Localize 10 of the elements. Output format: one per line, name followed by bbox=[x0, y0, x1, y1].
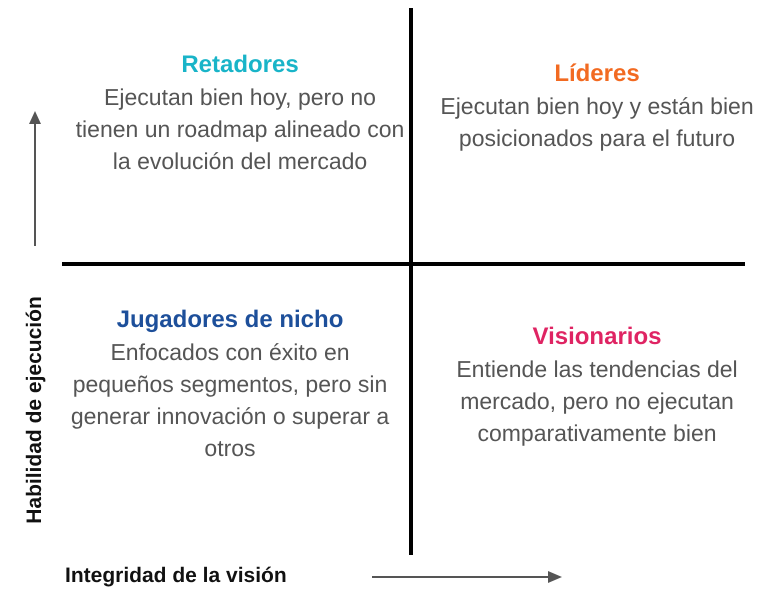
axis-title: Habilidad de ejecución bbox=[23, 296, 47, 524]
quadrant-description: Enfocados con éxito en pequeños segmentos, pero sin generar innovación o superar a otros bbox=[70, 338, 390, 463]
quadrant-description: Ejecutan bien hoy y están bien posicionados para el futuro bbox=[439, 92, 755, 153]
quadrant-description: Ejecutan bien hoy, pero no tienen un roadmap alineado con la evolución del mercado bbox=[75, 83, 405, 176]
quadrant-title: Visionarios bbox=[532, 322, 662, 352]
axis-title: Integridad de la visión bbox=[65, 564, 287, 588]
quadrant-title: Retadores bbox=[180, 50, 300, 80]
quadrant-title: Jugadores de nicho bbox=[116, 305, 344, 335]
quadrant-title: Líderes bbox=[553, 59, 641, 89]
quadrant-description: Entiende las tendencias del mercado, pero no ejecutan comparativamente bien bbox=[455, 355, 739, 448]
